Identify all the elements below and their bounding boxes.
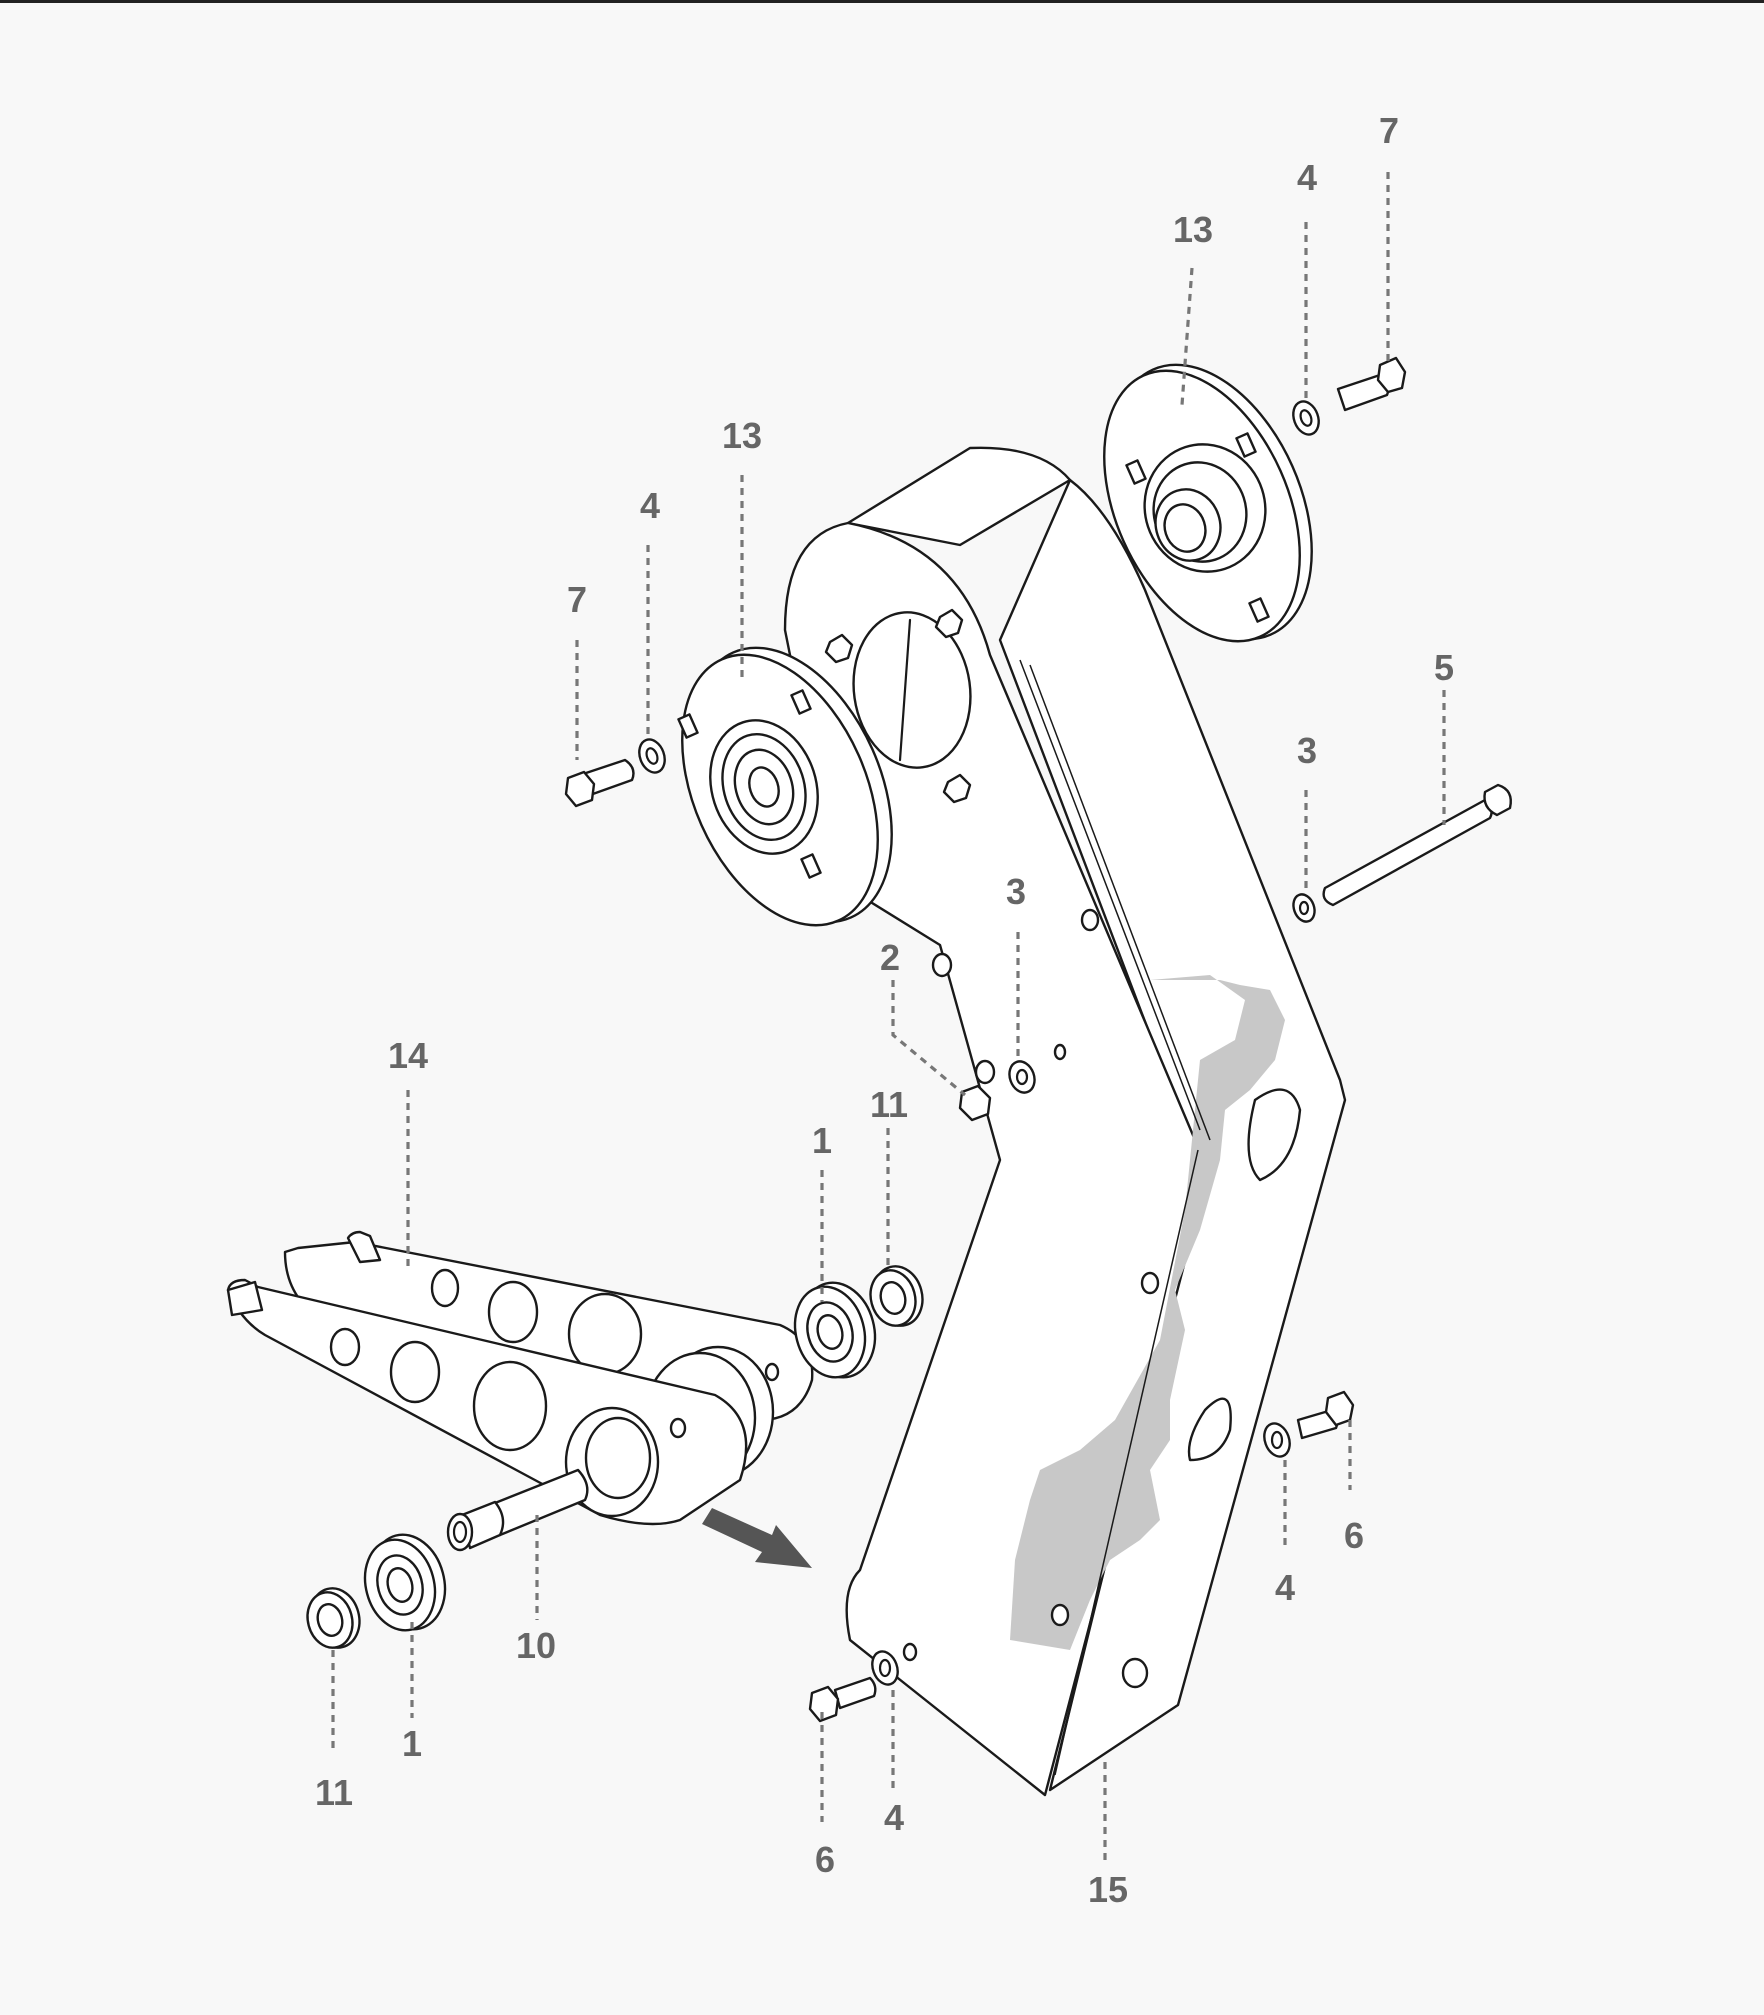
callout-7-right: 7 — [1379, 110, 1399, 151]
callout-4-lower-right: 4 — [1275, 1567, 1295, 1608]
washer-3-mid — [1008, 1060, 1036, 1094]
callout-6-right: 6 — [1344, 1515, 1364, 1556]
callout-labels: 7 4 13 13 4 7 5 3 3 2 14 1 11 10 1 11 6 … — [315, 110, 1454, 1910]
washer-4-left — [638, 738, 666, 774]
ring-11-upper — [869, 1265, 924, 1327]
leader-lines — [331, 172, 1446, 1860]
callout-4-lower-left: 4 — [884, 1797, 904, 1838]
washer-3-right — [1292, 893, 1316, 923]
callout-7-left: 7 — [567, 579, 587, 620]
bolt-6-right — [1296, 1390, 1355, 1440]
callout-1-upper: 1 — [812, 1120, 832, 1161]
callout-2: 2 — [880, 937, 900, 978]
bearing-1-lower — [363, 1533, 447, 1632]
bolt-5 — [1322, 783, 1512, 907]
assembly-direction-arrow — [702, 1508, 812, 1568]
callout-1-lower: 1 — [402, 1723, 422, 1764]
nut-2 — [958, 1084, 992, 1122]
bolt-7-left — [564, 758, 635, 808]
flange-bearing-13-right — [1103, 363, 1313, 643]
bolt-6-left — [808, 1676, 877, 1723]
callout-13-left: 13 — [722, 415, 762, 456]
callout-13-right: 13 — [1173, 209, 1213, 250]
callout-3-right: 3 — [1297, 730, 1317, 771]
bearing-1-upper — [793, 1281, 877, 1379]
washer-4-lower-right — [1263, 1422, 1291, 1458]
callout-11-upper: 11 — [870, 1084, 908, 1125]
callout-10: 10 — [516, 1625, 556, 1666]
callout-15: 15 — [1088, 1869, 1128, 1910]
top-border — [0, 0, 1764, 3]
callout-6-left: 6 — [815, 1839, 835, 1880]
ring-11-lower — [306, 1587, 361, 1649]
swing-arm-14 — [226, 1230, 814, 1552]
flange-bearing-13-left — [677, 646, 893, 927]
washer-4-lower-left — [871, 1650, 899, 1686]
washer-4-right — [1292, 400, 1320, 436]
callout-5: 5 — [1434, 647, 1454, 688]
bolt-7-right — [1336, 356, 1407, 412]
callout-14: 14 — [388, 1035, 428, 1076]
callout-3-mid: 3 — [1006, 871, 1026, 912]
callout-4-left: 4 — [640, 485, 660, 526]
callout-11-lower: 11 — [315, 1772, 353, 1813]
callout-4-right: 4 — [1297, 157, 1317, 198]
